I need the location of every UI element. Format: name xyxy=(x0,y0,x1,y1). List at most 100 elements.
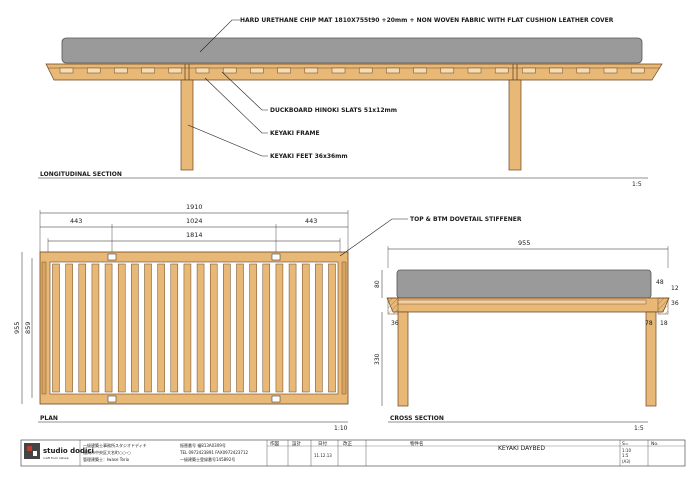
plan-slats xyxy=(52,263,336,393)
cross-dim-width: 955 xyxy=(518,239,530,247)
plan-slat xyxy=(131,263,139,393)
longitudinal-slat xyxy=(222,67,237,74)
plan-title: PLAN xyxy=(40,415,58,422)
longitudinal-slat xyxy=(331,67,346,74)
longitudinal-slat xyxy=(304,67,319,74)
plan-stiffeners xyxy=(41,253,347,403)
col-design: 設計 xyxy=(292,440,301,447)
leader-feet xyxy=(187,124,268,157)
longitudinal-slat xyxy=(59,67,74,74)
contact-line-3: 一級建築士登録番号145892号 xyxy=(180,456,235,462)
plan-slat xyxy=(328,263,336,393)
dim-right-span: 443 xyxy=(305,217,317,225)
longitudinal-mat xyxy=(61,37,643,64)
plan-slat xyxy=(249,263,257,393)
cross-title: CROSS SECTION xyxy=(390,415,444,422)
longitudinal-slat xyxy=(440,67,455,74)
annotation-mat: HARD URETHANE CHIP MAT 1810X755t90 +20mm… xyxy=(240,17,614,24)
cross-dim-78: 78 xyxy=(645,320,653,327)
longitudinal-slat xyxy=(630,67,645,74)
contact-line-1: 振替番号 福813A0309号 xyxy=(180,442,226,448)
sheet-size: (A3) xyxy=(622,459,631,464)
longitudinal-foot-right xyxy=(508,79,522,171)
plan-view: 1910 443 1024 443 1814 955 859 xyxy=(13,203,522,432)
cross-dim-36-left: 36 xyxy=(391,320,399,327)
plan-slat xyxy=(209,263,218,393)
cross-frame-end-right xyxy=(657,297,669,315)
longitudinal-slat xyxy=(277,67,291,74)
longitudinal-slat xyxy=(141,67,155,74)
date-value: 11.12.13 xyxy=(314,453,332,458)
longitudinal-section: HARD URETHANE CHIP MAT 1810X755t90 +20mm… xyxy=(38,17,663,188)
longitudinal-slat xyxy=(522,67,536,74)
plan-slat xyxy=(78,263,87,393)
longitudinal-slat xyxy=(195,67,210,74)
longitudinal-slat xyxy=(114,67,128,74)
dim-inner-width: 859 xyxy=(24,322,32,334)
annotation-slats: DUCKBOARD HINOKI SLATS 51x12mm xyxy=(270,107,397,114)
cross-dim-mat-height: 80 xyxy=(374,280,381,288)
scale-1: 1:10 xyxy=(622,448,631,453)
longitudinal-slat xyxy=(168,67,183,74)
plan-slat xyxy=(170,263,179,393)
number-head: No. xyxy=(651,441,658,447)
cross-section: 955 80 330 48 12 36 36 78 18 CROSS SECTI… xyxy=(374,239,679,432)
longitudinal-slat xyxy=(413,67,427,74)
dim-mid-span: 1024 xyxy=(186,217,203,225)
cross-dim-leg-height: 330 xyxy=(374,353,381,365)
annotation-stiffener: TOP & BTM DOVETAIL STIFFENER xyxy=(410,216,522,223)
dim-left-span: 443 xyxy=(70,217,82,225)
leader-frame xyxy=(204,77,268,134)
cross-dim-36-right: 36 xyxy=(671,300,679,307)
plan-scale: 1:10 xyxy=(334,425,348,432)
plan-slat xyxy=(91,263,100,393)
longitudinal-slat xyxy=(576,67,591,74)
plan-slat xyxy=(301,263,310,393)
plan-slat xyxy=(144,263,152,393)
annotation-frame: KEYAKI FRAME xyxy=(270,130,320,137)
longitudinal-foot-left xyxy=(180,79,194,171)
cross-leg-right xyxy=(645,311,657,407)
plan-slat xyxy=(65,263,73,393)
longitudinal-slats xyxy=(59,67,645,74)
longitudinal-slat xyxy=(358,67,373,74)
contact-line-2: TEL 0972423891 FAX0972423712 xyxy=(179,450,249,455)
scale-head: S= xyxy=(622,441,629,447)
plan-slat xyxy=(196,263,205,393)
longitudinal-slat xyxy=(86,67,101,74)
dim-total-length: 1910 xyxy=(186,203,203,211)
longitudinal-slat xyxy=(494,67,509,74)
cross-frame-end-left xyxy=(387,297,399,315)
longitudinal-title: LONGITUDINAL SECTION xyxy=(40,171,122,178)
col-drawn: 作図 xyxy=(270,440,279,447)
dim-total-width: 955 xyxy=(13,322,21,334)
longitudinal-slat xyxy=(603,67,618,74)
leader-stiffener xyxy=(339,218,408,257)
company-line-1: 一級建築士事務所スタジオドディチ xyxy=(83,442,147,448)
plan-slat xyxy=(183,263,192,393)
annotation-feet: KEYAKI FEET 36x36mm xyxy=(270,153,348,160)
title-block: studio dodici craft from nature 一級建築士事務所… xyxy=(20,439,686,467)
cross-dim-18: 18 xyxy=(660,320,668,327)
cross-scale: 1:5 xyxy=(634,425,644,432)
longitudinal-scale: 1:5 xyxy=(632,181,642,188)
drawing-name: KEYAKI DAYBED xyxy=(498,445,545,452)
cross-mat xyxy=(396,269,652,299)
col-project: 物件名 xyxy=(410,440,424,447)
leader-mat xyxy=(199,19,240,53)
longitudinal-slat xyxy=(386,67,400,74)
plan-slat xyxy=(157,263,165,393)
company-sub: craft from nature xyxy=(43,456,69,460)
leader-slats xyxy=(221,71,268,111)
plan-slat xyxy=(104,263,113,393)
longitudinal-slat xyxy=(250,67,264,74)
plan-slat xyxy=(315,263,323,393)
longitudinal-slat xyxy=(549,67,563,74)
cross-dim-48: 48 xyxy=(656,279,664,286)
plan-slat xyxy=(52,263,60,393)
company-logo-text: studio dodici xyxy=(43,447,94,455)
col-date: 日付 xyxy=(318,440,327,447)
scale-2: 1:5 xyxy=(622,453,629,458)
longitudinal-frame xyxy=(45,63,663,81)
